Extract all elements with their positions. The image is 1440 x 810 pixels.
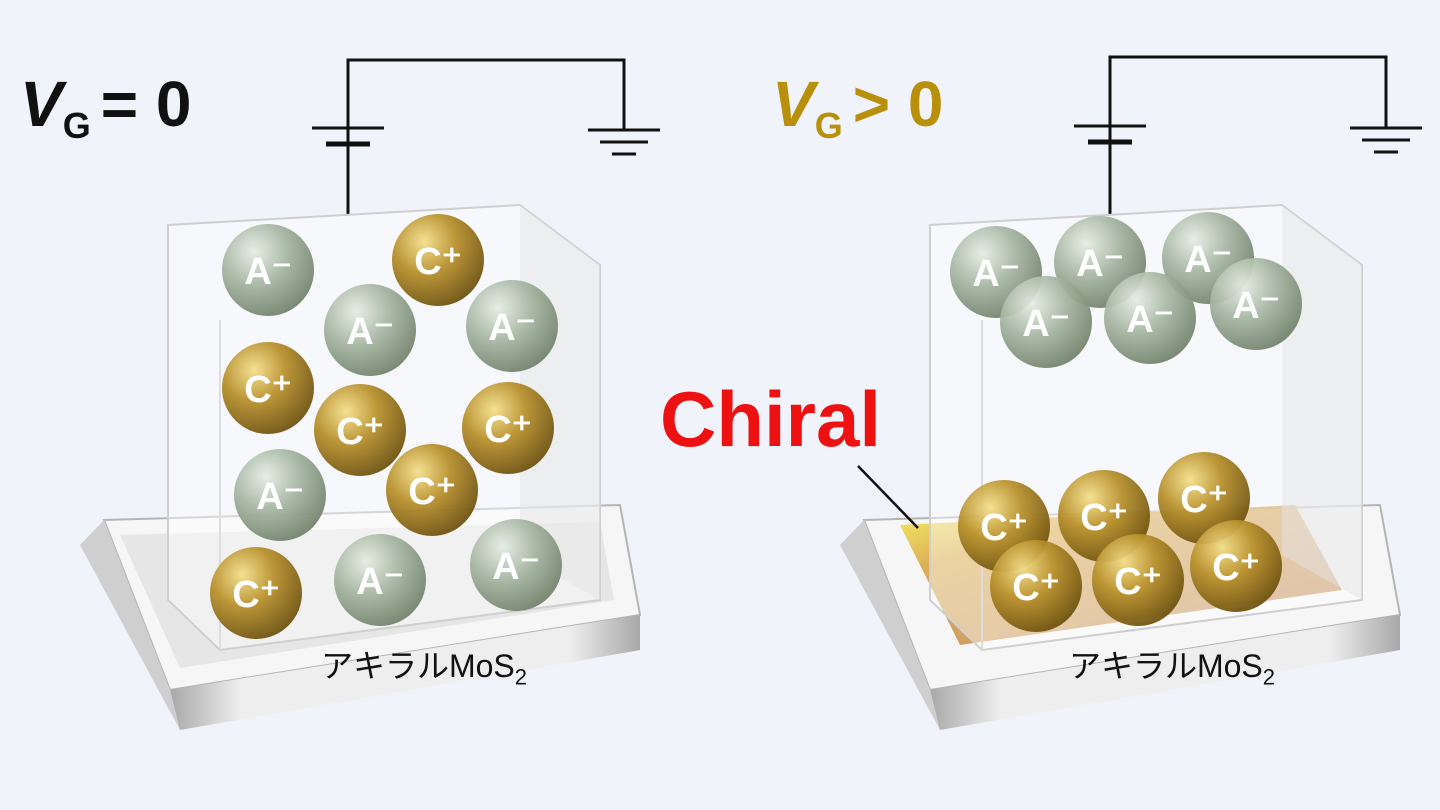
- ion-label: C⁺: [980, 507, 1028, 549]
- substrate-name: アキラルMoS: [1068, 648, 1263, 684]
- anion-sphere: A⁻: [324, 284, 416, 376]
- right-ion-layer: A⁻A⁻A⁻A⁻A⁻A⁻C⁺C⁺C⁺C⁺C⁺C⁺: [950, 212, 1302, 632]
- anion-sphere: A⁻: [950, 226, 1042, 318]
- anion-sphere: A⁻: [1104, 272, 1196, 364]
- ion-label: C⁺: [1114, 561, 1162, 603]
- substrate-name: アキラルMoS: [320, 648, 515, 684]
- ion-label: A⁻: [488, 307, 536, 349]
- ion-label: C⁺: [1012, 567, 1060, 609]
- ion-label: C⁺: [1080, 497, 1128, 539]
- voltage-relation: = 0: [100, 68, 192, 140]
- substrate-label-left: アキラルMoS2: [224, 650, 624, 688]
- anion-sphere: A⁻: [222, 224, 314, 316]
- voltage-subscript: G: [62, 105, 91, 146]
- ion-label: A⁻: [492, 546, 540, 588]
- gate-voltage-label-left: VG= 0: [20, 72, 191, 144]
- cation-sphere: C⁺: [1092, 534, 1184, 626]
- anion-sphere: A⁻: [334, 534, 426, 626]
- cation-sphere: C⁺: [386, 444, 478, 536]
- anion-sphere: A⁻: [470, 519, 562, 611]
- chiral-pointer-line: [857, 465, 919, 529]
- anion-sphere: A⁻: [466, 280, 558, 372]
- substrate-label-right: アキラルMoS2: [972, 650, 1372, 688]
- ion-label: C⁺: [484, 409, 532, 451]
- ion-label: A⁻: [972, 253, 1020, 295]
- substrate-subscript: 2: [1262, 664, 1276, 690]
- left-device: A⁻ C⁺ A⁻ A⁻ C⁺ C⁺ C⁺ A⁻ C⁺ C⁺ A⁻ A⁻: [80, 58, 660, 730]
- cation-sphere: C⁺: [210, 547, 302, 639]
- left-circuit: [312, 58, 660, 215]
- cation-sphere: C⁺: [462, 382, 554, 474]
- ion-label: C⁺: [244, 369, 292, 411]
- voltage-symbol: V: [20, 68, 63, 140]
- chiral-annotation: Chiral: [660, 375, 882, 463]
- cation-sphere: C⁺: [392, 214, 484, 306]
- voltage-subscript: G: [814, 105, 843, 146]
- anion-sphere: A⁻: [1210, 258, 1302, 350]
- right-device: A⁻A⁻A⁻A⁻A⁻A⁻C⁺C⁺C⁺C⁺C⁺C⁺: [840, 55, 1422, 730]
- right-circuit: [1074, 55, 1422, 215]
- anion-sphere: A⁻: [1000, 276, 1092, 368]
- voltage-relation: > 0: [852, 68, 944, 140]
- cation-sphere: C⁺: [314, 384, 406, 476]
- anion-sphere: A⁻: [234, 449, 326, 541]
- ion-label: C⁺: [1180, 479, 1228, 521]
- cation-sphere: C⁺: [222, 342, 314, 434]
- left-ion-layer: A⁻ C⁺ A⁻ A⁻ C⁺ C⁺ C⁺ A⁻ C⁺ C⁺ A⁻ A⁻: [210, 214, 562, 639]
- cation-sphere: C⁺: [1190, 520, 1282, 612]
- ion-label: A⁻: [244, 251, 292, 293]
- substrate-subscript: 2: [514, 664, 528, 690]
- ion-label: C⁺: [408, 471, 456, 513]
- ion-label: C⁺: [414, 241, 462, 283]
- ion-label: A⁻: [1076, 243, 1124, 285]
- cation-sphere: C⁺: [990, 540, 1082, 632]
- gate-voltage-label-right: VG> 0: [772, 72, 943, 144]
- ion-label: C⁺: [232, 574, 280, 616]
- ion-label: C⁺: [336, 411, 384, 453]
- ion-label: C⁺: [1212, 547, 1260, 589]
- ion-label: A⁻: [1022, 303, 1070, 345]
- ion-label: A⁻: [1126, 299, 1174, 341]
- ion-label: A⁻: [346, 311, 394, 353]
- voltage-symbol: V: [772, 68, 815, 140]
- ion-label: A⁻: [1232, 285, 1280, 327]
- ion-label: A⁻: [256, 476, 304, 518]
- ion-label: A⁻: [356, 561, 404, 603]
